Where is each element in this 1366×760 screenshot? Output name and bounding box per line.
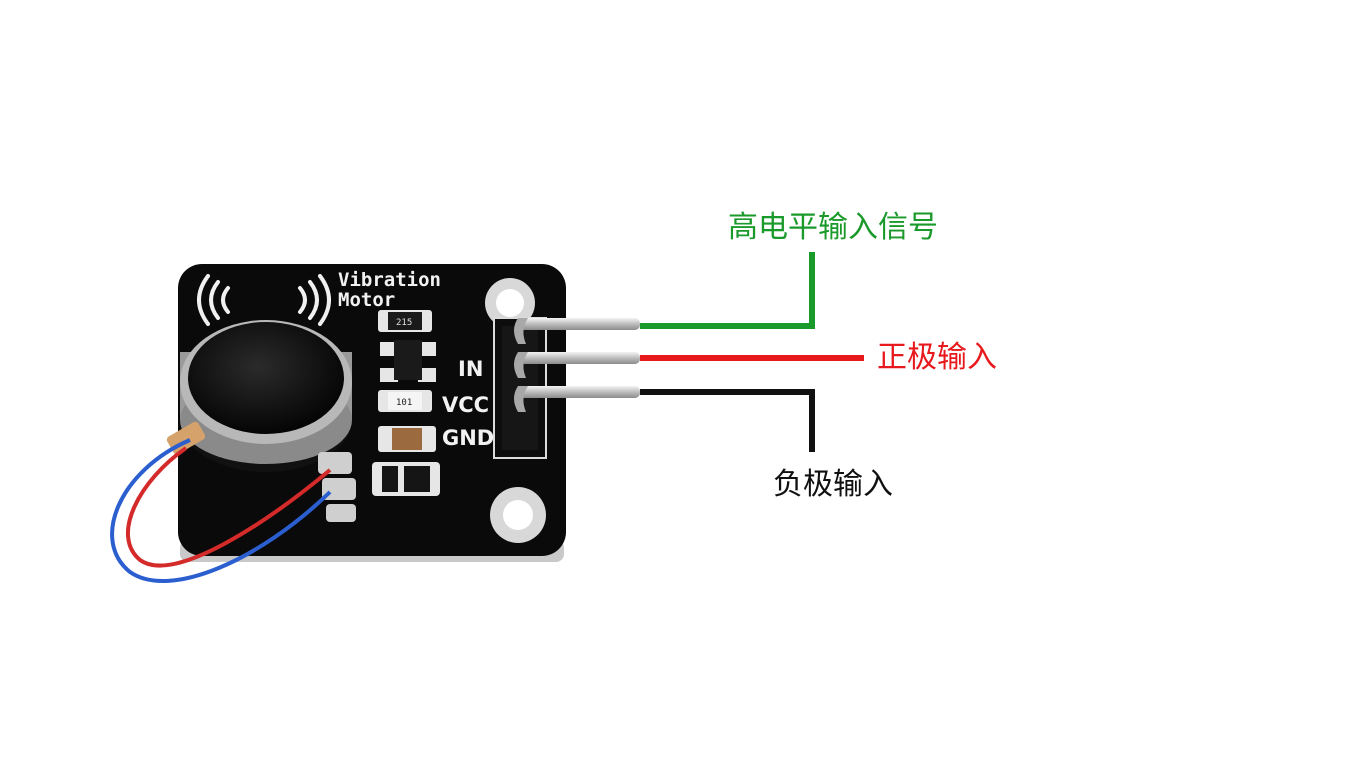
coin-motor [166, 320, 352, 472]
pin-label-vcc: VCC [442, 393, 489, 417]
header-pin-vcc [514, 352, 640, 378]
svg-text:215: 215 [396, 318, 412, 328]
label-high-level-signal: 高电平输入信号 [728, 210, 938, 245]
board-title-line1: Vibration [338, 269, 441, 291]
header-pin-in [514, 318, 640, 344]
resistor-top: 215 [378, 310, 432, 332]
svg-text:101: 101 [396, 398, 412, 408]
board-title-line2: Motor [338, 289, 395, 311]
pin-label-gnd: GND [442, 426, 494, 450]
mounting-hole-top [485, 278, 535, 328]
header-pin-gnd [514, 386, 640, 412]
capacitor [378, 426, 436, 452]
mounting-hole-bottom [490, 487, 546, 543]
motor-wire-red [126, 446, 332, 568]
motor-wire-blue [110, 438, 332, 583]
transistor [380, 340, 436, 382]
callout-line-gnd [640, 389, 815, 452]
diode [372, 462, 440, 496]
label-positive-input: 正极输入 [877, 340, 997, 375]
pin-label-in: IN [458, 357, 483, 381]
motor-solder-pads [318, 452, 356, 522]
label-negative-input: 负极输入 [773, 467, 893, 502]
vibration-waves-icon [197, 274, 331, 326]
callout-line-signal [640, 252, 815, 329]
resistor-bottom: 101 [378, 390, 432, 412]
